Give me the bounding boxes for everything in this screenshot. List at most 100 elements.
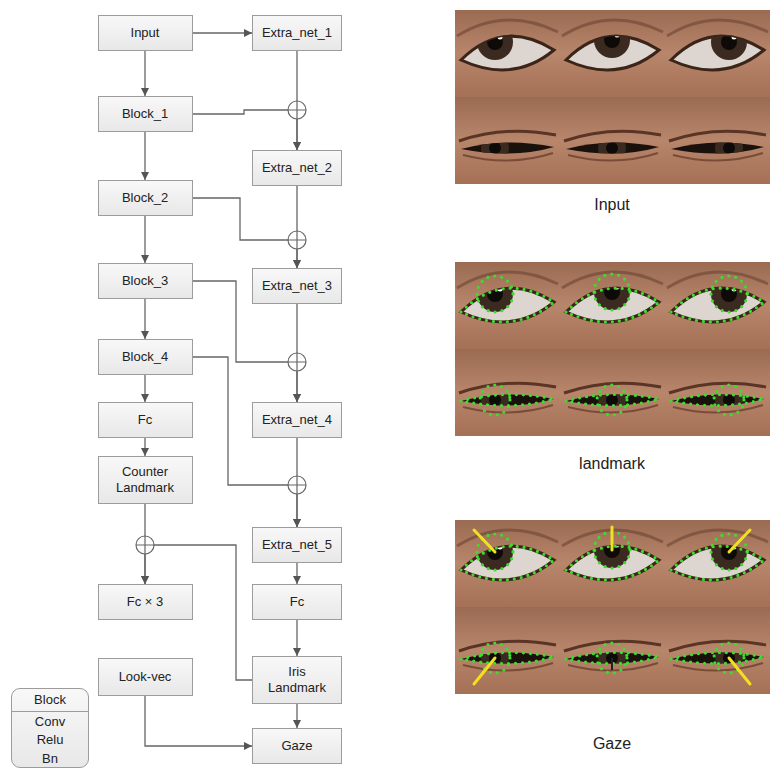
- legend-item: Bn: [12, 749, 88, 768]
- box-label: Extra_net_2: [262, 160, 332, 176]
- eye-photo: [455, 97, 560, 184]
- sum-junction: [288, 353, 306, 371]
- input-box: Input: [98, 15, 193, 51]
- eye-photo: [560, 10, 665, 97]
- box-label: Extra_net_5: [262, 537, 332, 553]
- eye-photo: [665, 10, 770, 97]
- box-label: Counter Landmark: [107, 464, 184, 495]
- box-label: Block_4: [122, 349, 168, 365]
- eye-photo: [560, 262, 665, 349]
- connector-arrow: [144, 51, 145, 96]
- connector-arrow: [193, 110, 298, 150]
- plus-sign: [288, 353, 306, 371]
- gaze-eye-panel: [455, 520, 770, 694]
- connector-arrow: [193, 357, 298, 527]
- fc-box: Fc: [252, 584, 342, 620]
- plus-sign: [288, 231, 306, 249]
- extra-net-box: Extra_net_4: [252, 402, 342, 438]
- connector-arrow: [144, 132, 145, 180]
- box-label: Block_1: [122, 106, 168, 122]
- box-label: Gaze: [281, 738, 312, 754]
- eye-photo: [560, 349, 665, 436]
- legend-heading: Block: [12, 689, 88, 712]
- landmark-box: Iris Landmark: [252, 656, 342, 704]
- extra-net-box: Extra_net_2: [252, 150, 342, 186]
- gaze-line: [729, 530, 750, 552]
- landmark-dots: [461, 276, 554, 322]
- sum-junction: [288, 101, 306, 119]
- fc-box: Fc × 3: [98, 584, 193, 620]
- block-legend: BlockConvReluBn: [11, 688, 89, 768]
- plus-sign: [288, 101, 306, 119]
- panel-caption: Gaze: [512, 735, 712, 753]
- output-box: Look-vec: [98, 658, 193, 696]
- eye-photo: [455, 349, 560, 436]
- sum-junction: [136, 536, 154, 554]
- box-label: Block_2: [122, 190, 168, 206]
- landmark-dots: [566, 385, 659, 415]
- eye-photo: [665, 349, 770, 436]
- box-label: Iris Landmark: [261, 664, 333, 695]
- block-box: Block_3: [98, 263, 193, 299]
- gaze-line: [611, 527, 614, 550]
- landmark-dots: [461, 385, 554, 415]
- connector-arrow: [144, 438, 145, 456]
- eye-photo: [455, 10, 560, 97]
- connector-arrow: [144, 299, 145, 339]
- box-label: Fc: [138, 412, 152, 428]
- connector-arrow: [193, 198, 298, 268]
- gaze-line: [729, 658, 750, 684]
- box-label: Extra_net_4: [262, 412, 332, 428]
- plus-sign: [288, 476, 306, 494]
- landmark-dots: [461, 534, 554, 580]
- landmark-eye-panel: [455, 262, 770, 436]
- eye-photo: [665, 520, 770, 607]
- input-eye-panel: [455, 10, 770, 184]
- landmark-dots: [461, 643, 554, 673]
- landmark-dots: [566, 643, 659, 673]
- fc-box: Fc: [98, 402, 193, 438]
- eye-photo: [455, 520, 560, 607]
- eye-photo: [560, 97, 665, 184]
- connector-arrow: [296, 563, 297, 584]
- eye-photo: [665, 97, 770, 184]
- connector-arrow: [144, 375, 145, 402]
- sum-junction: [288, 476, 306, 494]
- output-box: Gaze: [252, 728, 342, 764]
- connector-arrow: [145, 696, 252, 746]
- box-label: Extra_net_1: [262, 25, 332, 41]
- box-label: Input: [131, 25, 160, 41]
- box-label: Fc: [290, 594, 304, 610]
- block-box: Block_1: [98, 96, 193, 132]
- connector-arrow: [296, 704, 297, 728]
- landmark-dots: [671, 643, 764, 673]
- block-box: Block_2: [98, 180, 193, 216]
- legend-item: Relu: [12, 730, 88, 749]
- eye-photo: [560, 520, 665, 607]
- panel-caption: landmark: [512, 455, 712, 473]
- eye-photo: [455, 262, 560, 349]
- eye-photo: [665, 262, 770, 349]
- eye-photo: [455, 607, 560, 694]
- eye-photo: [665, 607, 770, 694]
- plus-sign: [136, 536, 154, 554]
- panel-caption: Input: [512, 196, 712, 214]
- gaze-line: [611, 658, 613, 670]
- extra-net-box: Extra_net_3: [252, 268, 342, 304]
- legend-item: Conv: [12, 712, 88, 731]
- block-box: Block_4: [98, 339, 193, 375]
- eye-photo: [560, 607, 665, 694]
- sum-junction: [288, 231, 306, 249]
- box-label: Fc × 3: [127, 594, 164, 610]
- landmark-dots: [671, 385, 764, 415]
- landmark-dots: [566, 274, 659, 322]
- extra-net-box: Extra_net_5: [252, 527, 342, 563]
- landmark-dots: [671, 534, 764, 580]
- gaze-line: [474, 658, 495, 684]
- extra-net-box: Extra_net_1: [252, 15, 342, 51]
- box-label: Extra_net_3: [262, 278, 332, 294]
- box-label: Block_3: [122, 273, 168, 289]
- gaze-line: [474, 530, 495, 552]
- landmark-dots: [671, 276, 764, 322]
- box-label: Look-vec: [119, 669, 172, 685]
